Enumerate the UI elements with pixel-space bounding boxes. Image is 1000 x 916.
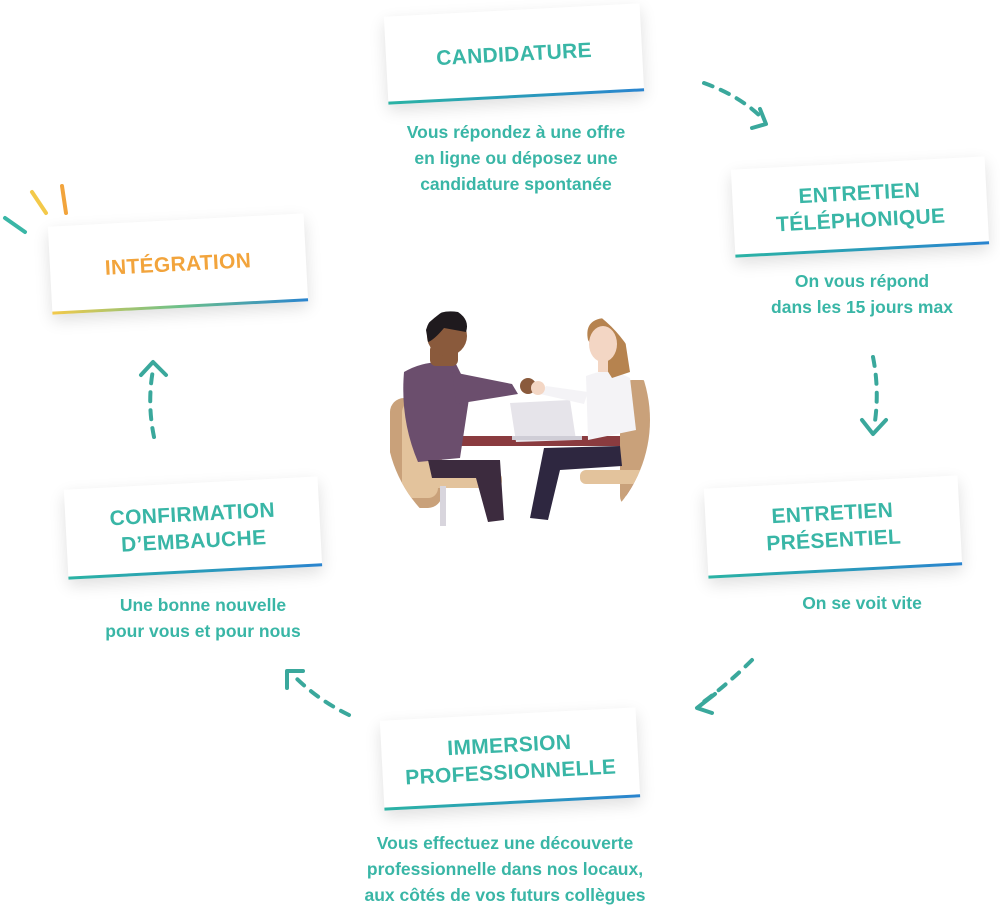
arrowhead-1 [750, 107, 768, 130]
step-description-telephone: On vous répond dans les 15 jours max [771, 271, 953, 317]
arrow-immersion-to-confirmation [292, 674, 351, 717]
arrowhead-5 [139, 360, 168, 377]
step-description-confirmation: Une bonne nouvelle pour vous et pour nou… [105, 595, 301, 641]
arrow-confirmation-to-integration [148, 368, 156, 439]
arrow-telephone-to-presentiel [871, 355, 879, 430]
step-description-immersion: Vous effectuez une découverte profession… [364, 833, 646, 905]
arrowhead-3 [695, 692, 717, 715]
arrowhead-2 [860, 418, 888, 436]
step-description-presentiel: On se voit vite [802, 593, 922, 613]
arrowhead-4 [285, 669, 305, 690]
step-description-candidature: Vous répondez à une offre en ligne ou dé… [406, 122, 626, 194]
spark-decoration [3, 184, 68, 234]
arrow-candidature-to-telephone [702, 81, 764, 120]
